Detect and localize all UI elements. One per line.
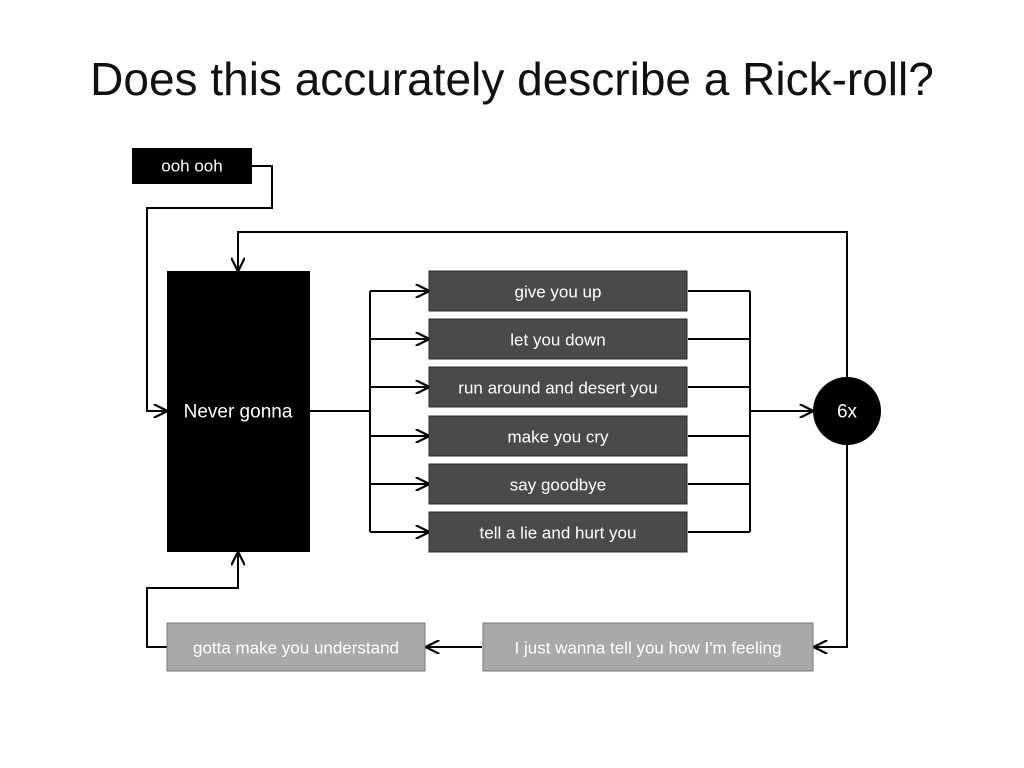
branch-list: give you up let you down run around and …	[428, 270, 688, 553]
branch-node: make you cry	[428, 415, 688, 457]
repeat-circle	[813, 377, 881, 445]
bridge-left-box	[166, 622, 426, 672]
main-box	[167, 271, 310, 552]
intro-node: ooh ooh	[132, 148, 252, 184]
connectors	[146, 165, 848, 648]
main-node: Never gonna	[167, 271, 310, 552]
branch-label: tell a lie and hurt you	[480, 524, 637, 543]
repeat-label: 6x	[837, 402, 858, 423]
branch-node: let you down	[428, 318, 688, 360]
branch-node: tell a lie and hurt you	[428, 511, 688, 553]
branch-box	[428, 366, 688, 408]
bridge-left-label: gotta make you understand	[193, 639, 399, 658]
branch-box	[428, 270, 688, 312]
slide-title: Does this accurately describe a Rick-rol…	[90, 53, 934, 105]
branch-label: make you cry	[507, 428, 609, 447]
repeat-node: 6x	[813, 377, 881, 445]
branch-label: let you down	[510, 331, 605, 350]
branch-box	[428, 463, 688, 505]
branch-node: run around and desert you	[428, 366, 688, 408]
connector-intro-to-main	[146, 165, 273, 411]
branch-node: say goodbye	[428, 463, 688, 505]
connector-repeat-to-bridge	[815, 444, 848, 647]
branch-label: give you up	[515, 283, 602, 302]
intro-box	[132, 148, 252, 184]
intro-label: ooh ooh	[161, 157, 222, 176]
branch-node: give you up	[428, 270, 688, 312]
branch-label: say goodbye	[510, 476, 606, 495]
connector-bridge-left-to-main	[146, 553, 238, 648]
bridge-right-node: I just wanna tell you how I'm feeling	[482, 622, 814, 672]
branch-box	[428, 415, 688, 457]
main-label: Never gonna	[184, 402, 293, 423]
bridge-left-node: gotta make you understand	[166, 622, 426, 672]
connector-repeat-to-main-top	[238, 231, 848, 378]
bridge-right-label: I just wanna tell you how I'm feeling	[515, 639, 782, 658]
branch-box	[428, 511, 688, 553]
bridge-right-box	[482, 622, 814, 672]
branch-label: run around and desert you	[458, 379, 657, 398]
branch-box	[428, 318, 688, 360]
